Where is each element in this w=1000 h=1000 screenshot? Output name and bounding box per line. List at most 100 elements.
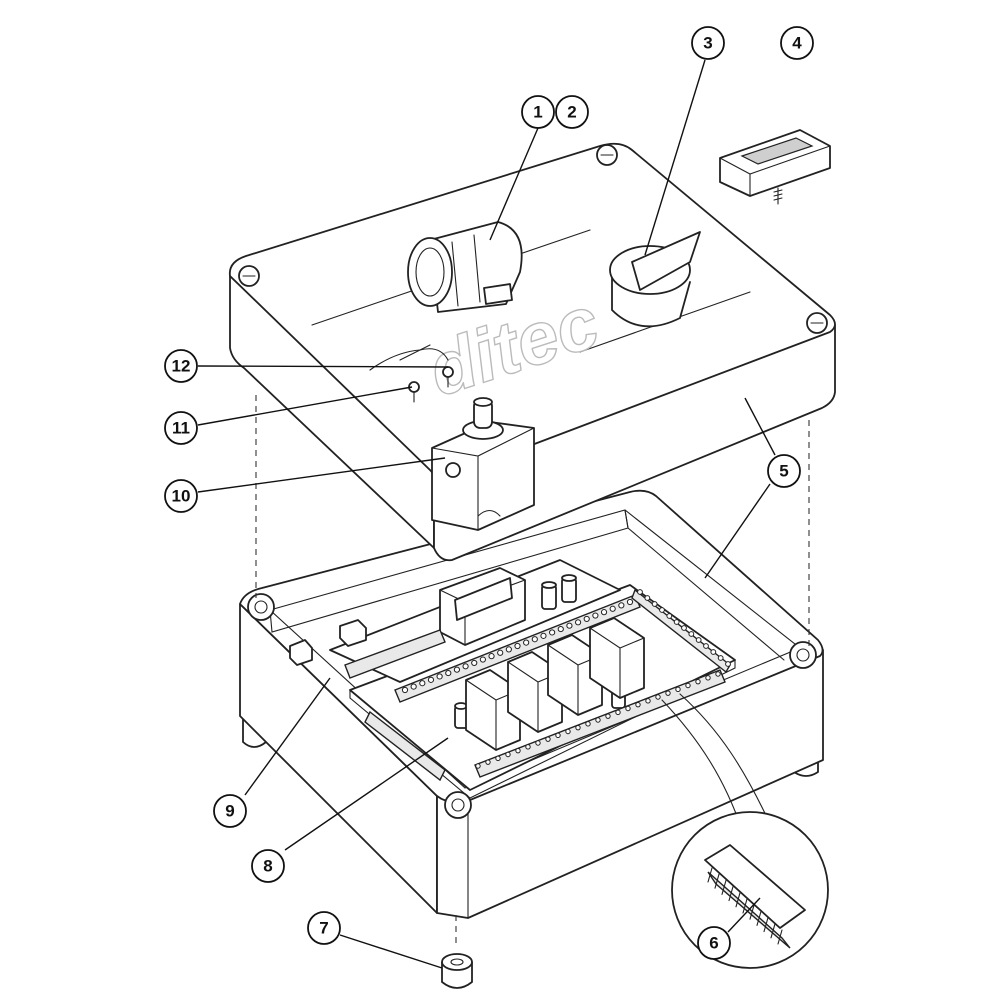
terminal-screw xyxy=(666,613,673,619)
terminal-screw xyxy=(565,728,571,735)
terminal-screw xyxy=(479,656,486,663)
terminal-screw xyxy=(655,694,661,700)
terminal-screw xyxy=(453,666,461,673)
terminal-screw xyxy=(575,724,581,731)
terminal-screw xyxy=(505,751,511,758)
callout-label: 9 xyxy=(225,802,234,821)
connector-pin xyxy=(770,923,776,939)
enclosure-lid: ditec xyxy=(228,142,836,562)
terminal-screw xyxy=(626,598,634,606)
callout-label: 1 xyxy=(533,103,542,122)
terminal-screw xyxy=(427,676,435,683)
terminal-screw xyxy=(485,759,491,765)
relay-row xyxy=(465,617,645,751)
connector-pins xyxy=(707,867,783,945)
connector-pin xyxy=(763,917,769,933)
connector-pin xyxy=(742,898,748,914)
callout-label: 7 xyxy=(319,919,328,938)
callout-label: 8 xyxy=(263,857,272,876)
callout-label: 4 xyxy=(792,34,802,53)
terminal-screw xyxy=(615,709,621,716)
connector-pin xyxy=(777,929,783,945)
callout-12: 12 xyxy=(164,349,198,383)
terminal-screw xyxy=(557,625,564,633)
leader-lines xyxy=(197,59,776,969)
terminal-screw xyxy=(515,747,521,754)
callout-label: 11 xyxy=(172,419,190,438)
terminal-screw xyxy=(549,629,556,636)
base-screw-bosses xyxy=(247,593,817,819)
connector-pin xyxy=(707,867,713,883)
terminal-screw xyxy=(445,669,452,677)
connector-pin xyxy=(714,873,720,889)
terminal-screw xyxy=(681,625,687,631)
terminal-screw xyxy=(595,717,601,723)
terminal-screw xyxy=(505,646,512,653)
callout-label: 10 xyxy=(172,487,191,506)
push-button-switch xyxy=(431,397,535,531)
callout-4: 4 xyxy=(780,26,814,60)
terminal-screw xyxy=(495,755,501,762)
callout-label: 12 xyxy=(172,357,191,376)
terminal-screw xyxy=(695,637,702,643)
terminal-screw xyxy=(637,589,643,595)
terminal-screw xyxy=(688,631,695,637)
connector-pin xyxy=(756,910,762,926)
callout-10: 10 xyxy=(164,479,198,513)
display-module xyxy=(719,129,831,205)
antenna-unit xyxy=(609,231,701,328)
terminal-screw xyxy=(410,683,417,690)
terminal-screw xyxy=(675,686,681,693)
terminal-screw xyxy=(725,661,731,667)
terminal-screw xyxy=(695,678,701,685)
terminal-screw xyxy=(545,736,551,742)
callout-2: 2 xyxy=(555,95,589,129)
terminal-screw xyxy=(401,686,409,694)
terminal-screw xyxy=(665,690,671,696)
terminal-screw xyxy=(710,649,717,655)
connector-pin xyxy=(749,904,755,920)
terminal-screw xyxy=(525,744,531,750)
terminal-screw xyxy=(574,619,582,626)
terminal-screw xyxy=(600,609,608,616)
terminal-screw xyxy=(715,671,721,677)
terminal-screw xyxy=(645,698,651,704)
connector-pin xyxy=(728,886,734,902)
terminal-screw xyxy=(609,605,616,612)
terminal-screw xyxy=(497,649,504,656)
terminal-screw xyxy=(605,713,611,719)
terminal-screw xyxy=(651,601,658,607)
alignment-lines xyxy=(255,395,810,948)
terminal-screw xyxy=(592,612,599,619)
terminal-screw xyxy=(514,642,521,650)
connector-pin xyxy=(735,892,741,908)
terminal-screw xyxy=(685,682,691,689)
callout-5: 5 xyxy=(767,454,801,488)
callout-label: 2 xyxy=(567,103,576,122)
terminal-screw xyxy=(644,595,651,601)
terminal-screw xyxy=(618,602,625,609)
terminal-screw xyxy=(531,636,538,643)
terminal-screw xyxy=(705,675,711,681)
foot-spacer xyxy=(441,953,473,989)
callout-9: 9 xyxy=(213,794,247,828)
connector-pin xyxy=(721,879,727,895)
callout-3: 3 xyxy=(691,26,725,60)
terminal-screw xyxy=(717,655,724,661)
terminal-screws xyxy=(401,589,731,769)
terminal-screw xyxy=(555,732,561,739)
callout-label: 5 xyxy=(779,462,788,481)
terminal-screw xyxy=(703,643,709,649)
terminal-screw xyxy=(540,632,547,639)
terminal-screw xyxy=(471,659,478,667)
terminal-screw xyxy=(566,622,573,629)
callout-6: 6 xyxy=(697,926,731,960)
terminal-screw xyxy=(488,653,495,660)
terminal-screw xyxy=(475,763,481,769)
callout-8: 8 xyxy=(251,849,285,883)
terminal-screw xyxy=(673,619,680,625)
callout-label: 6 xyxy=(709,934,718,953)
terminal-screw xyxy=(462,663,469,670)
callout-label: 3 xyxy=(703,34,712,53)
